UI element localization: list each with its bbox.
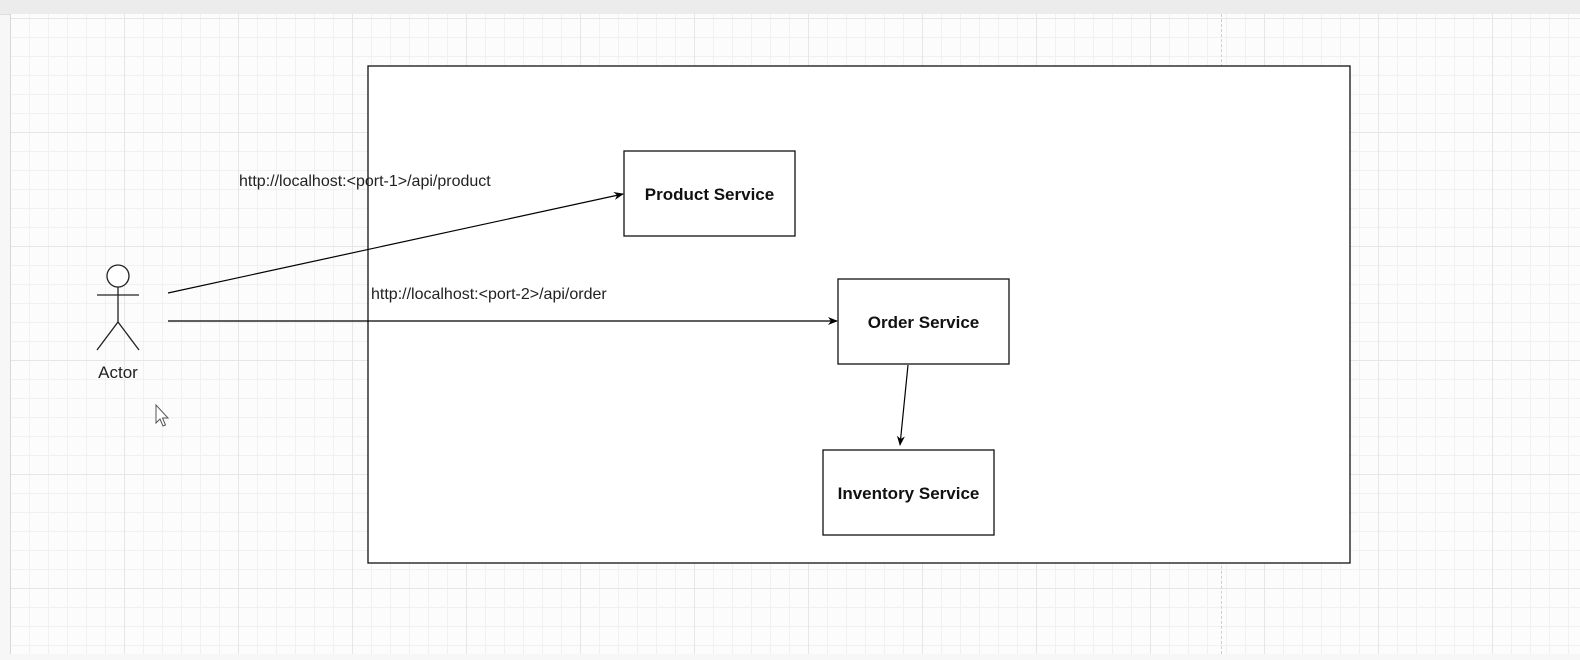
edge-label-order-url: http://localhost:<port-2>/api/order (371, 286, 607, 303)
edge-label-product-url: http://localhost:<port-1>/api/product (239, 173, 491, 190)
actor-left-leg (96, 321, 119, 351)
order-service-label: Order Service (868, 313, 980, 332)
inventory-service-node[interactable]: Inventory Service (822, 449, 995, 536)
actor-head (106, 264, 130, 288)
edge-order-to-inventory[interactable] (896, 364, 909, 446)
product-service-node[interactable]: Product Service (623, 150, 796, 237)
actor-label: Actor (98, 363, 138, 382)
mouse-cursor-icon (155, 403, 170, 427)
order-service-node[interactable]: Order Service (837, 278, 1010, 365)
inventory-service-label: Inventory Service (838, 484, 980, 503)
order-service-box[interactable] (837, 278, 1010, 365)
edge-actor-to-product[interactable] (167, 192, 624, 294)
product-service-box[interactable] (623, 150, 796, 237)
actor-node[interactable]: Actor (96, 264, 140, 382)
inventory-service-box[interactable] (822, 449, 995, 536)
product-service-label: Product Service (645, 185, 774, 204)
actor-right-leg (117, 321, 140, 351)
